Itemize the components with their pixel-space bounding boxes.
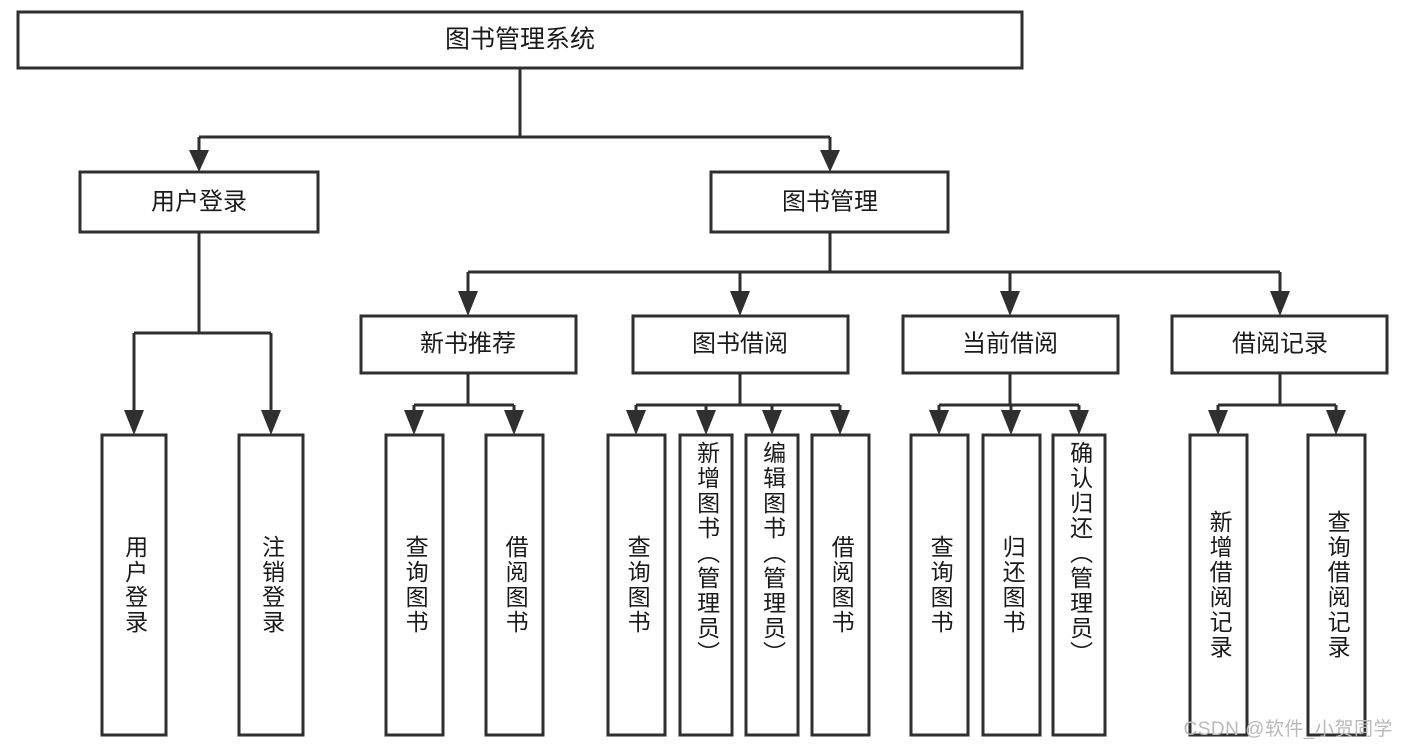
leaf-box-user-login[interactable]	[100, 433, 168, 737]
leaf-box-borrow-book-rec[interactable]	[484, 433, 545, 737]
leaf-box-return-book[interactable]	[981, 433, 1042, 737]
node-book-borrow[interactable]: 图书借阅	[631, 314, 850, 375]
arrow-bm-to-new-book-recommend	[458, 291, 478, 316]
leaf-box-add-borrow-record[interactable]	[1188, 433, 1249, 737]
arrow-nbr-leaf-2	[504, 410, 524, 435]
watermark-label: CSDN @软件_小贺同学	[1183, 719, 1393, 740]
node-new-book-recommend-label: 新书推荐	[420, 330, 516, 357]
arrow-bb-leaf-2	[696, 410, 716, 435]
arrow-bm-to-current-borrow	[1000, 291, 1020, 316]
arrow-root-to-user-login	[189, 150, 209, 172]
leaf-box-edit-book-admin[interactable]	[744, 433, 800, 737]
node-current-borrow[interactable]: 当前借阅	[901, 314, 1120, 375]
leaf-box-confirm-return-admin[interactable]	[1051, 433, 1107, 737]
arrow-bm-to-book-borrow	[730, 291, 750, 316]
arrow-bb-leaf-3	[762, 410, 782, 435]
node-borrow-record-box	[1170, 314, 1389, 375]
node-user-login-label: 用户登录	[151, 188, 247, 215]
node-new-book-recommend[interactable]: 新书推荐	[359, 314, 578, 375]
leaf-box-query-book-rec[interactable]	[384, 433, 445, 737]
node-new-book-recommend-box	[359, 314, 578, 375]
node-root[interactable]: 图书管理系统	[16, 10, 1024, 70]
node-book-manage[interactable]: 图书管理	[709, 170, 950, 234]
node-book-manage-label: 图书管理	[782, 188, 878, 215]
arrow-br-leaf-1	[1208, 410, 1228, 435]
node-borrow-record-label: 借阅记录	[1232, 330, 1328, 357]
leaf-box-borrow-book[interactable]	[810, 433, 871, 737]
arrow-user-login-leaf-2	[261, 410, 281, 435]
node-root-box	[16, 10, 1024, 70]
leaf-box-query-borrow-record[interactable]	[1306, 433, 1367, 737]
arrow-user-login-leaf-1	[124, 410, 144, 435]
leaf-box-logout-login[interactable]	[237, 433, 305, 737]
arrow-cb-leaf-3	[1069, 410, 1089, 435]
arrow-bb-leaf-1	[626, 410, 646, 435]
arrow-cb-leaf-1	[929, 410, 949, 435]
node-borrow-record[interactable]: 借阅记录	[1170, 314, 1389, 375]
node-book-borrow-label: 图书借阅	[692, 330, 788, 357]
node-current-borrow-box	[901, 314, 1120, 375]
node-root-label: 图书管理系统	[445, 26, 595, 54]
arrow-br-leaf-2	[1326, 410, 1346, 435]
arrow-nbr-leaf-1	[404, 410, 424, 435]
leaf-box-add-book-admin[interactable]	[678, 433, 734, 737]
leaf-box-query-book-cur[interactable]	[909, 433, 970, 737]
node-current-borrow-label: 当前借阅	[962, 330, 1058, 357]
arrow-bb-leaf-4	[830, 410, 850, 435]
arrow-cb-leaf-2	[1001, 410, 1021, 435]
arrow-bm-to-borrow-record	[1270, 291, 1290, 316]
node-book-borrow-box	[631, 314, 850, 375]
node-book-manage-box	[709, 170, 950, 234]
leaf-box-query-book-borrow[interactable]	[606, 433, 667, 737]
node-user-login[interactable]: 用户登录	[78, 170, 320, 234]
arrow-root-to-book-manage	[820, 150, 840, 172]
